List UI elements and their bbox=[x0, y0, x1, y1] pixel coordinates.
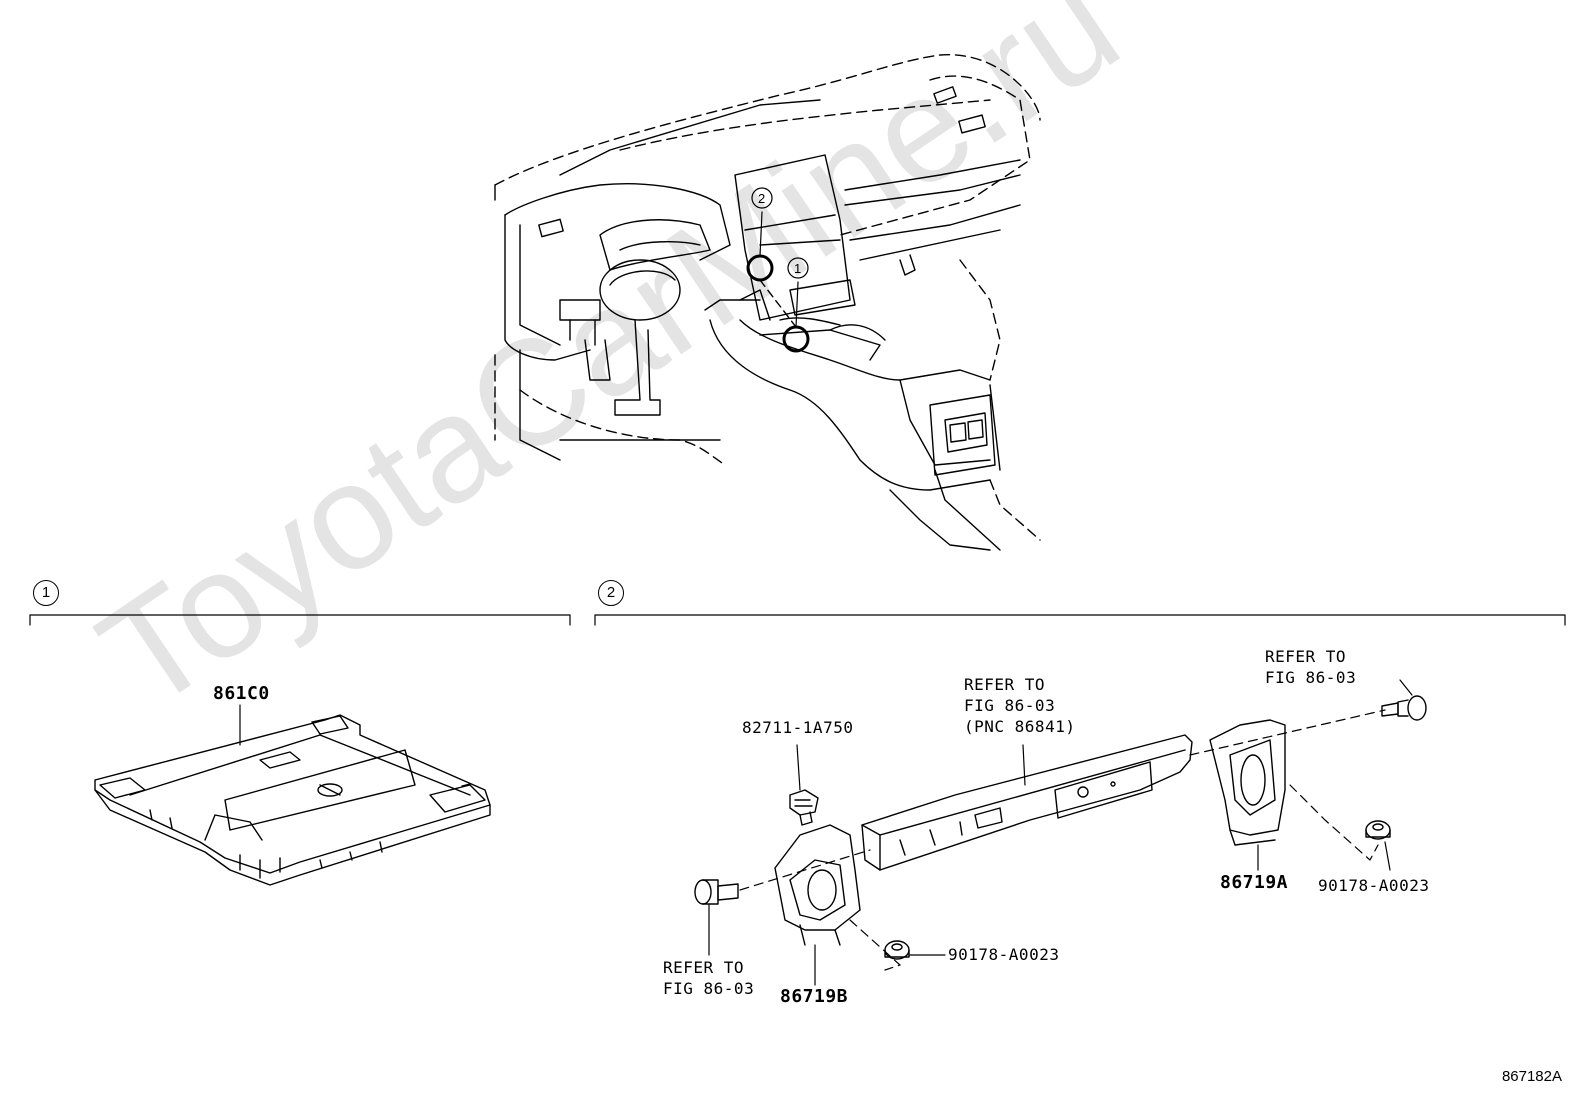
figure-id: 867182A bbox=[1501, 1068, 1562, 1085]
section-2-bracket bbox=[594, 614, 1566, 626]
part-82711-clip-drawing bbox=[789, 744, 819, 826]
part-label-90178-a0023-right: 90178-A0023 bbox=[1318, 876, 1430, 895]
bolt-left-drawing bbox=[694, 879, 739, 956]
overview-callout-2: 2 bbox=[758, 191, 765, 206]
bolt-right-drawing bbox=[1381, 679, 1427, 721]
part-86841-unit-drawing bbox=[861, 734, 1193, 871]
part-861c0-drawing bbox=[94, 704, 491, 886]
refer-to-note-right: REFER TO FIG 86-03 bbox=[1265, 647, 1357, 687]
part-label-82711-1a750: 82711-1A750 bbox=[742, 718, 854, 737]
nut-left-drawing bbox=[884, 940, 946, 960]
dashboard-overview-drawing bbox=[494, 54, 1041, 551]
nut-right-drawing bbox=[1365, 820, 1391, 871]
part-label-86719a: 86719A bbox=[1220, 872, 1289, 893]
assembly-dashed-lines bbox=[739, 709, 1386, 971]
refer-to-note-center: REFER TO FIG 86-03 (PNC 86841) bbox=[964, 675, 1076, 736]
section-1-bracket bbox=[29, 614, 571, 626]
overview-callout-1: 1 bbox=[794, 261, 801, 276]
section-1-number: 1 bbox=[33, 580, 59, 606]
refer-to-note-left: REFER TO FIG 86-03 bbox=[663, 958, 755, 998]
part-label-86719b: 86719B bbox=[780, 986, 849, 1007]
section-2-number: 2 bbox=[598, 580, 624, 606]
part-86719b-bracket-drawing bbox=[774, 824, 861, 986]
part-86719a-bracket-drawing bbox=[1209, 719, 1286, 871]
part-label-90178-a0023-left: 90178-A0023 bbox=[948, 945, 1060, 964]
part-label-861c0: 861C0 bbox=[213, 683, 270, 704]
